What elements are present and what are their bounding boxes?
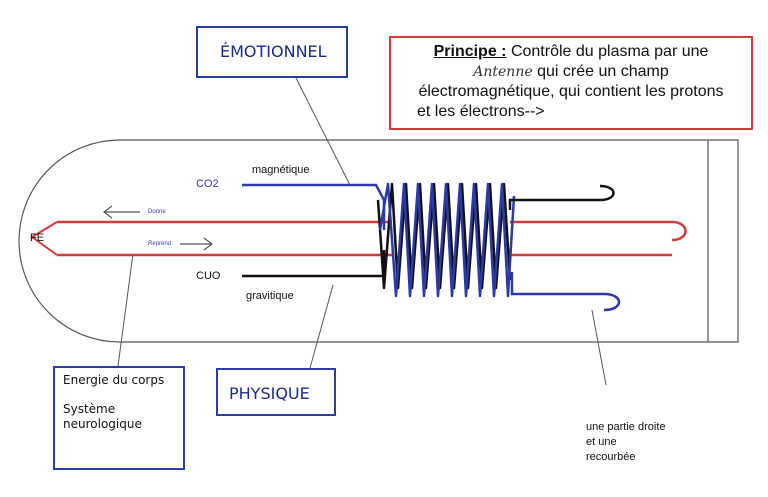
gravitique-label: gravitique: [246, 290, 294, 302]
physique-label: PHYSIQUE: [229, 384, 310, 403]
coil: [376, 182, 516, 298]
black-antenna-hook: [599, 184, 615, 202]
tube-outline: [18, 139, 739, 343]
principe-line1: Contrôle du plasma par une: [510, 43, 709, 60]
black-antenna-line: [508, 198, 600, 210]
physique-pointer: [309, 284, 334, 369]
blue-magnetic-line: [242, 183, 386, 230]
coil-blue-zigzag: [378, 182, 516, 298]
principe-box: Principe : Contrôle du plasma par une An…: [389, 36, 753, 130]
reprend-label: Reprend: [148, 241, 172, 247]
systeme-label: Système neurologique: [63, 402, 142, 431]
red-return-curve: [671, 220, 687, 242]
cuo-label: CUO: [196, 270, 221, 282]
emotionnel-pointer: [295, 77, 351, 186]
energie-pointer: [117, 253, 134, 367]
donne-arrow-icon: [103, 205, 140, 219]
physique-box: PHYSIQUE: [216, 368, 336, 416]
principe-line3: électromagnétique, qui contient les prot…: [418, 83, 724, 100]
magnetique-label: magnétique: [252, 164, 310, 176]
principe-title: Principe :: [433, 43, 507, 60]
donne-label: Donne: [148, 209, 166, 215]
reprend-arrow-icon: [180, 237, 213, 251]
fe-label: FE: [30, 232, 45, 244]
principe-antenne-handwritten: Antenne: [473, 64, 533, 80]
blue-antenna-hook: [603, 292, 621, 312]
red-line-upper: [30, 221, 58, 256]
blue-antenna-line: [510, 272, 604, 296]
energie-box: Energie du corps Système neurologique: [53, 366, 185, 470]
partie-label: une partie droite et une recourbée: [586, 421, 666, 463]
energie-label: Energie du corps: [63, 373, 165, 387]
co2-label: CO2: [196, 178, 219, 190]
emotionnel-box: ÉMOTIONNEL: [196, 26, 348, 78]
principe-line2: qui crée un champ: [537, 63, 669, 80]
principe-line4: et les électrons-->: [417, 103, 545, 120]
emotionnel-label: ÉMOTIONNEL: [220, 42, 327, 61]
partie-pointer: [591, 309, 607, 386]
